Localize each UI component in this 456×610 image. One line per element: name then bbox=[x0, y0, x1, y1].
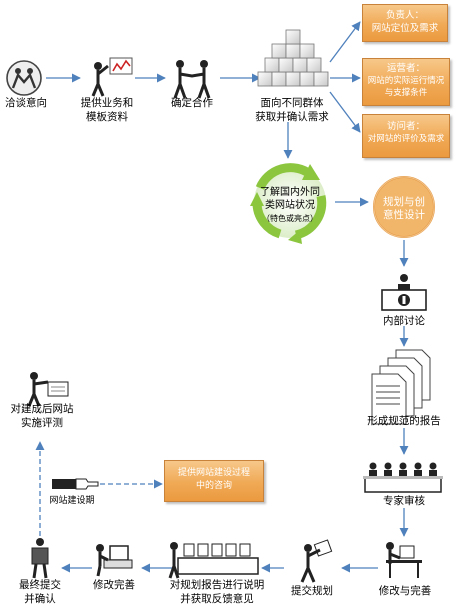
step-revise-label: 修改完善 bbox=[93, 579, 135, 591]
step-final-line2: 并确认 bbox=[24, 593, 56, 605]
desk-worker-icon bbox=[386, 542, 422, 578]
step-research-line3: （特色或亮点） bbox=[262, 214, 318, 223]
cube-stack-icon bbox=[257, 29, 329, 87]
meeting-table-icon bbox=[168, 542, 259, 579]
step-submit-label: 提交规划 bbox=[291, 585, 333, 597]
step-face-line1: 面向不同群体 bbox=[260, 97, 324, 109]
step-final-line1: 最终提交 bbox=[19, 579, 61, 591]
step-plan-label: 规划与创意性设计 bbox=[383, 196, 425, 221]
step-report-label: 形成规范的报告 bbox=[367, 415, 441, 427]
stamp-check-icon bbox=[27, 372, 69, 407]
carry-box-icon bbox=[31, 538, 49, 579]
step-face-label: 面向不同群体 获取并确认需求 bbox=[246, 96, 338, 124]
step-confirm-label: 确定合作 bbox=[171, 97, 213, 109]
step-discuss-label: 内部讨论 bbox=[383, 315, 425, 327]
carry-document-icon bbox=[300, 539, 333, 583]
pointing-hand-icon bbox=[52, 478, 99, 490]
step-research-line1: 了解国内外同 bbox=[260, 187, 320, 198]
arrow-to-visitor bbox=[329, 91, 361, 133]
step-eval-line2: 实施评测 bbox=[21, 417, 63, 429]
step-provide-label: 提供业务和 模板资料 bbox=[76, 96, 138, 124]
step-provide-line2: 模板资料 bbox=[86, 111, 128, 123]
arrow-to-owner bbox=[329, 21, 361, 63]
visitor-box: 访问者： 对网站的评价及需求 bbox=[362, 114, 450, 158]
podium-speaker-icon bbox=[381, 274, 427, 311]
step-eval-line1: 对建成后网站 bbox=[10, 403, 74, 415]
owner-title: 负责人： bbox=[385, 10, 424, 21]
presenter-chart-icon bbox=[91, 57, 133, 97]
step-final-label: 最终提交 并确认 bbox=[10, 578, 70, 606]
operator-desc-line2: 与支撑条件 bbox=[384, 88, 428, 98]
expert-panel-icon bbox=[363, 462, 443, 493]
plan-circle bbox=[373, 176, 435, 238]
visitor-desc: 对网站的评价及需求 bbox=[367, 134, 445, 144]
consult-line2: 中的咨询 bbox=[195, 481, 232, 491]
step-explain-line2: 并获取反馈意见 bbox=[180, 593, 254, 605]
step-explain-line1: 对规划报告进行说明 bbox=[169, 579, 265, 591]
computer-user-icon bbox=[96, 544, 133, 577]
step-modify-label: 修改与完善 bbox=[378, 585, 432, 597]
operator-box: 运营者： 网站的实际运行情况 与支撑条件 bbox=[362, 58, 450, 106]
owner-box: 负责人： 网站定位及需求 bbox=[362, 4, 448, 42]
recycle-cycle-icon bbox=[250, 163, 327, 244]
step-explain-label: 对规划报告进行说明 并获取反馈意见 bbox=[160, 578, 274, 606]
step-research-label: 了解国内外同 类网站状况 （特色或亮点） bbox=[254, 186, 326, 225]
handshake-figure-icon bbox=[6, 60, 42, 96]
step-face-line2: 获取并确认需求 bbox=[255, 111, 329, 123]
document-stack-icon bbox=[371, 349, 431, 425]
owner-desc: 网站定位及需求 bbox=[371, 23, 439, 34]
handshake-pair-icon bbox=[173, 60, 211, 99]
operator-title: 运营者： bbox=[386, 63, 425, 74]
step-eval-label: 对建成后网站 实施评测 bbox=[2, 402, 82, 430]
step-negotiate-label: 洽谈意向 bbox=[5, 97, 47, 109]
operator-desc-line1: 网站的实际运行情况 bbox=[367, 76, 445, 86]
step-provide-line1: 提供业务和 bbox=[80, 97, 134, 109]
visitor-title: 访问者： bbox=[386, 121, 425, 132]
consult-box: 提供网站建设过程 中的咨询 bbox=[164, 460, 264, 502]
arrows bbox=[35, 21, 409, 573]
step-period-label: 网站建设期 bbox=[49, 496, 95, 506]
step-expert-label: 专家审核 bbox=[383, 495, 425, 507]
step-research-line2: 类网站状况 bbox=[265, 200, 315, 211]
consult-line1: 提供网站建设过程 bbox=[177, 468, 250, 478]
